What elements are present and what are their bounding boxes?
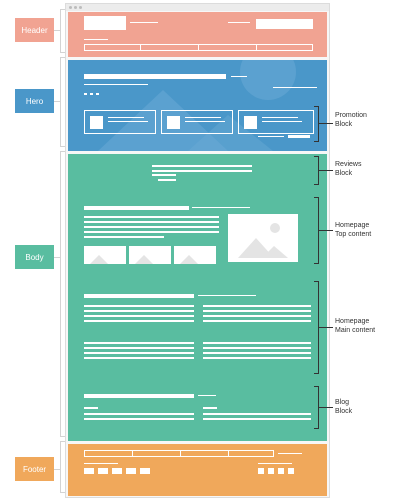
- promotion-card-1: [84, 110, 156, 134]
- wireframe-page: [65, 3, 330, 498]
- top-image-large: [228, 214, 298, 262]
- top-thumbnail-3: [174, 246, 216, 264]
- homepage-top-label-line2: Top content: [335, 231, 372, 238]
- browser-chrome: [66, 4, 329, 11]
- body-section: [68, 154, 327, 441]
- footer-label-text: Footer: [22, 464, 47, 474]
- hero-label-text: Hero: [25, 96, 44, 106]
- hero-label: Hero: [15, 89, 54, 113]
- blog-label-line2: Block: [335, 408, 353, 415]
- blog-block-label: Blog Block: [335, 398, 352, 416]
- body-label-text: Body: [25, 252, 44, 262]
- blog-label-line1: Blog: [335, 399, 350, 406]
- homepage-main-label-line2: Main content: [335, 327, 376, 334]
- body-label: Body: [15, 245, 54, 269]
- header-section: [68, 12, 327, 57]
- top-thumbnail-1: [84, 246, 126, 264]
- promotion-block-label: Promotion Block: [335, 111, 367, 129]
- reviews-label-line2: Block: [335, 170, 353, 177]
- promotion-label-line2: Block: [335, 121, 353, 128]
- footer-section: [68, 444, 327, 496]
- footer-label: Footer: [15, 457, 54, 481]
- homepage-top-label: Homepage Top content: [335, 221, 371, 239]
- logo-placeholder: [84, 16, 126, 30]
- top-thumbnail-2: [129, 246, 171, 264]
- header-label-text: Header: [21, 25, 48, 35]
- header-label: Header: [15, 18, 54, 42]
- homepage-top-label-line1: Homepage: [335, 222, 370, 229]
- homepage-main-label: Homepage Main content: [335, 317, 375, 335]
- promotion-card-2: [161, 110, 233, 134]
- search-field-placeholder: [256, 19, 313, 29]
- homepage-main-label-line1: Homepage: [335, 318, 370, 325]
- promotion-card-3: [238, 110, 314, 134]
- reviews-block-label: Reviews Block: [335, 160, 361, 178]
- promotion-label-line1: Promotion: [335, 112, 367, 119]
- footer-nav-placeholder: [84, 450, 274, 457]
- hero-section: [68, 60, 327, 151]
- reviews-label-line1: Reviews: [335, 161, 362, 168]
